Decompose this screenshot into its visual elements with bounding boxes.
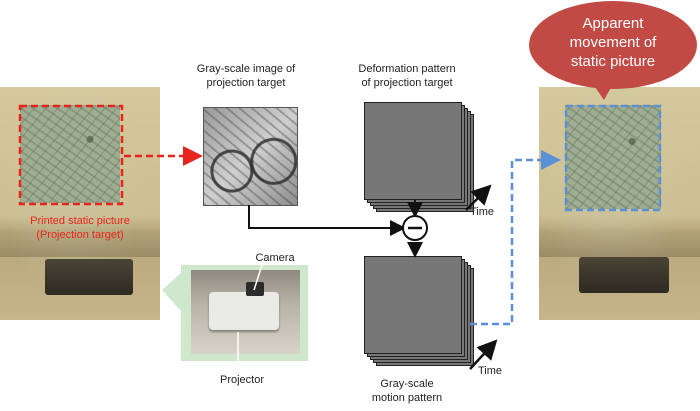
apparent-movement-text: Apparent movement of static picture: [535, 14, 691, 71]
projector-body: [209, 292, 279, 330]
time-bottom-label: Time: [478, 365, 503, 377]
grayscale-image-line2: projection target: [206, 77, 286, 89]
apparent-line2: movement of: [569, 34, 657, 51]
deformation-pattern-line1: Deformation pattern: [358, 63, 456, 75]
motion-pattern-line1: Gray-scale: [380, 378, 434, 390]
motion-pattern-line2: motion pattern: [371, 392, 443, 404]
projector-photo: [191, 270, 300, 354]
printed-static-label: Printed static picture (Projection targe…: [6, 214, 154, 242]
deformation-frame-front: [364, 102, 462, 200]
left-wall-shadow: [0, 227, 160, 257]
motion-frame-front: [364, 256, 462, 354]
blue-dashed-frame: [564, 104, 662, 212]
grayscale-image-label: Gray-scale image of projection target: [178, 62, 314, 90]
gray-to-minus-arrow: [248, 205, 406, 236]
apparent-line3: static picture: [570, 53, 656, 70]
grayscale-image-line1: Gray-scale image of: [196, 63, 296, 75]
right-projector-silhouette: [579, 257, 669, 293]
deformation-pattern-label: Deformation pattern of projection target: [342, 62, 472, 90]
printed-static-line1: Printed static picture: [30, 215, 130, 227]
time-top-arrow: [465, 184, 492, 211]
projector-label: Projector: [219, 374, 265, 386]
projector-callout-pointer: [162, 272, 182, 312]
time-bottom-arrow: [469, 339, 498, 370]
motion-pattern-label: Gray-scale motion pattern: [352, 377, 462, 405]
apparent-line1: Apparent: [582, 15, 644, 32]
left-projector-silhouette: [45, 259, 133, 295]
left-printed-picture: [20, 105, 120, 203]
printed-static-line2: (Projection target): [36, 229, 124, 241]
deformation-pattern-line2: of projection target: [361, 77, 453, 89]
time-top-label: Time: [470, 206, 495, 218]
blue-dashed-arrow: [470, 150, 561, 326]
right-printed-picture: [565, 105, 661, 209]
left-photo: [0, 87, 160, 320]
camera-pointer-line: [253, 261, 264, 291]
right-wall-shadow: [539, 227, 700, 257]
camera-label: Camera: [255, 252, 295, 264]
grayscale-image: [203, 107, 298, 206]
